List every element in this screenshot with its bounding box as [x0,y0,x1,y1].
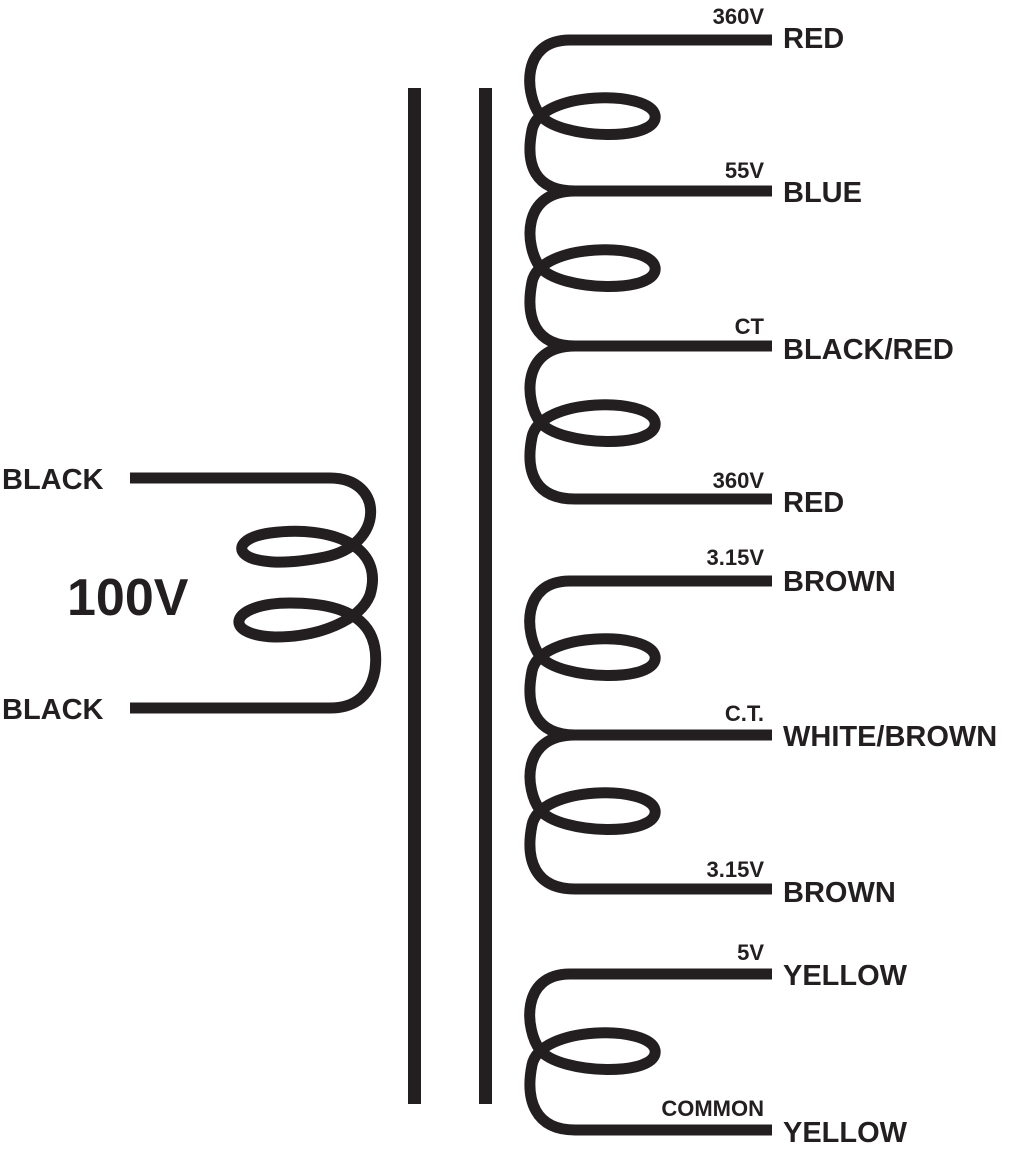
core-bar-right [479,88,492,1104]
lead-color-label: RED [783,487,844,519]
primary-lead-bottom-label: BLACK [2,694,104,726]
primary-coil [233,472,382,714]
tap-voltage-label: CT [735,314,765,339]
lead-color-label: YELLOW [783,1117,908,1149]
tap-voltage-label: 360V [713,4,765,29]
rectifier-coil [524,968,772,1136]
primary-voltage-label: 100V [67,569,189,627]
tap-voltage-label: COMMON [661,1096,764,1121]
lead-color-label: BROWN [783,566,896,598]
secondary-winding-filament: 3.15V BROWN C.T. WHITE/BROWN 3.15V BROWN [524,545,997,909]
secondary-winding-rectifier: 5V YELLOW COMMON YELLOW [524,940,908,1149]
lead-color-label: YELLOW [783,960,908,992]
transformer-core [408,88,492,1104]
tap-voltage-label: 360V [713,468,765,493]
tap-voltage-label: C.T. [725,701,764,726]
tap-voltage-label: 3.15V [707,857,765,882]
tap-voltage-label: 5V [737,940,764,965]
primary-winding: BLACK BLACK 100V [2,464,382,726]
primary-lead-top-label: BLACK [2,464,104,496]
tap-voltage-label: 3.15V [707,545,765,570]
secondary-winding-hv: 360V RED 55V BLUE CT BLACK/RED 360V RED [524,4,954,519]
lead-color-label: BROWN [783,877,896,909]
lead-color-label: WHITE/BROWN [783,721,997,753]
lead-color-label: BLUE [783,177,862,209]
lead-color-label: RED [783,23,844,55]
hv-coil [524,34,772,505]
core-bar-left [408,88,421,1104]
lead-color-label: BLACK/RED [783,334,954,366]
tap-voltage-label: 55V [725,158,764,183]
